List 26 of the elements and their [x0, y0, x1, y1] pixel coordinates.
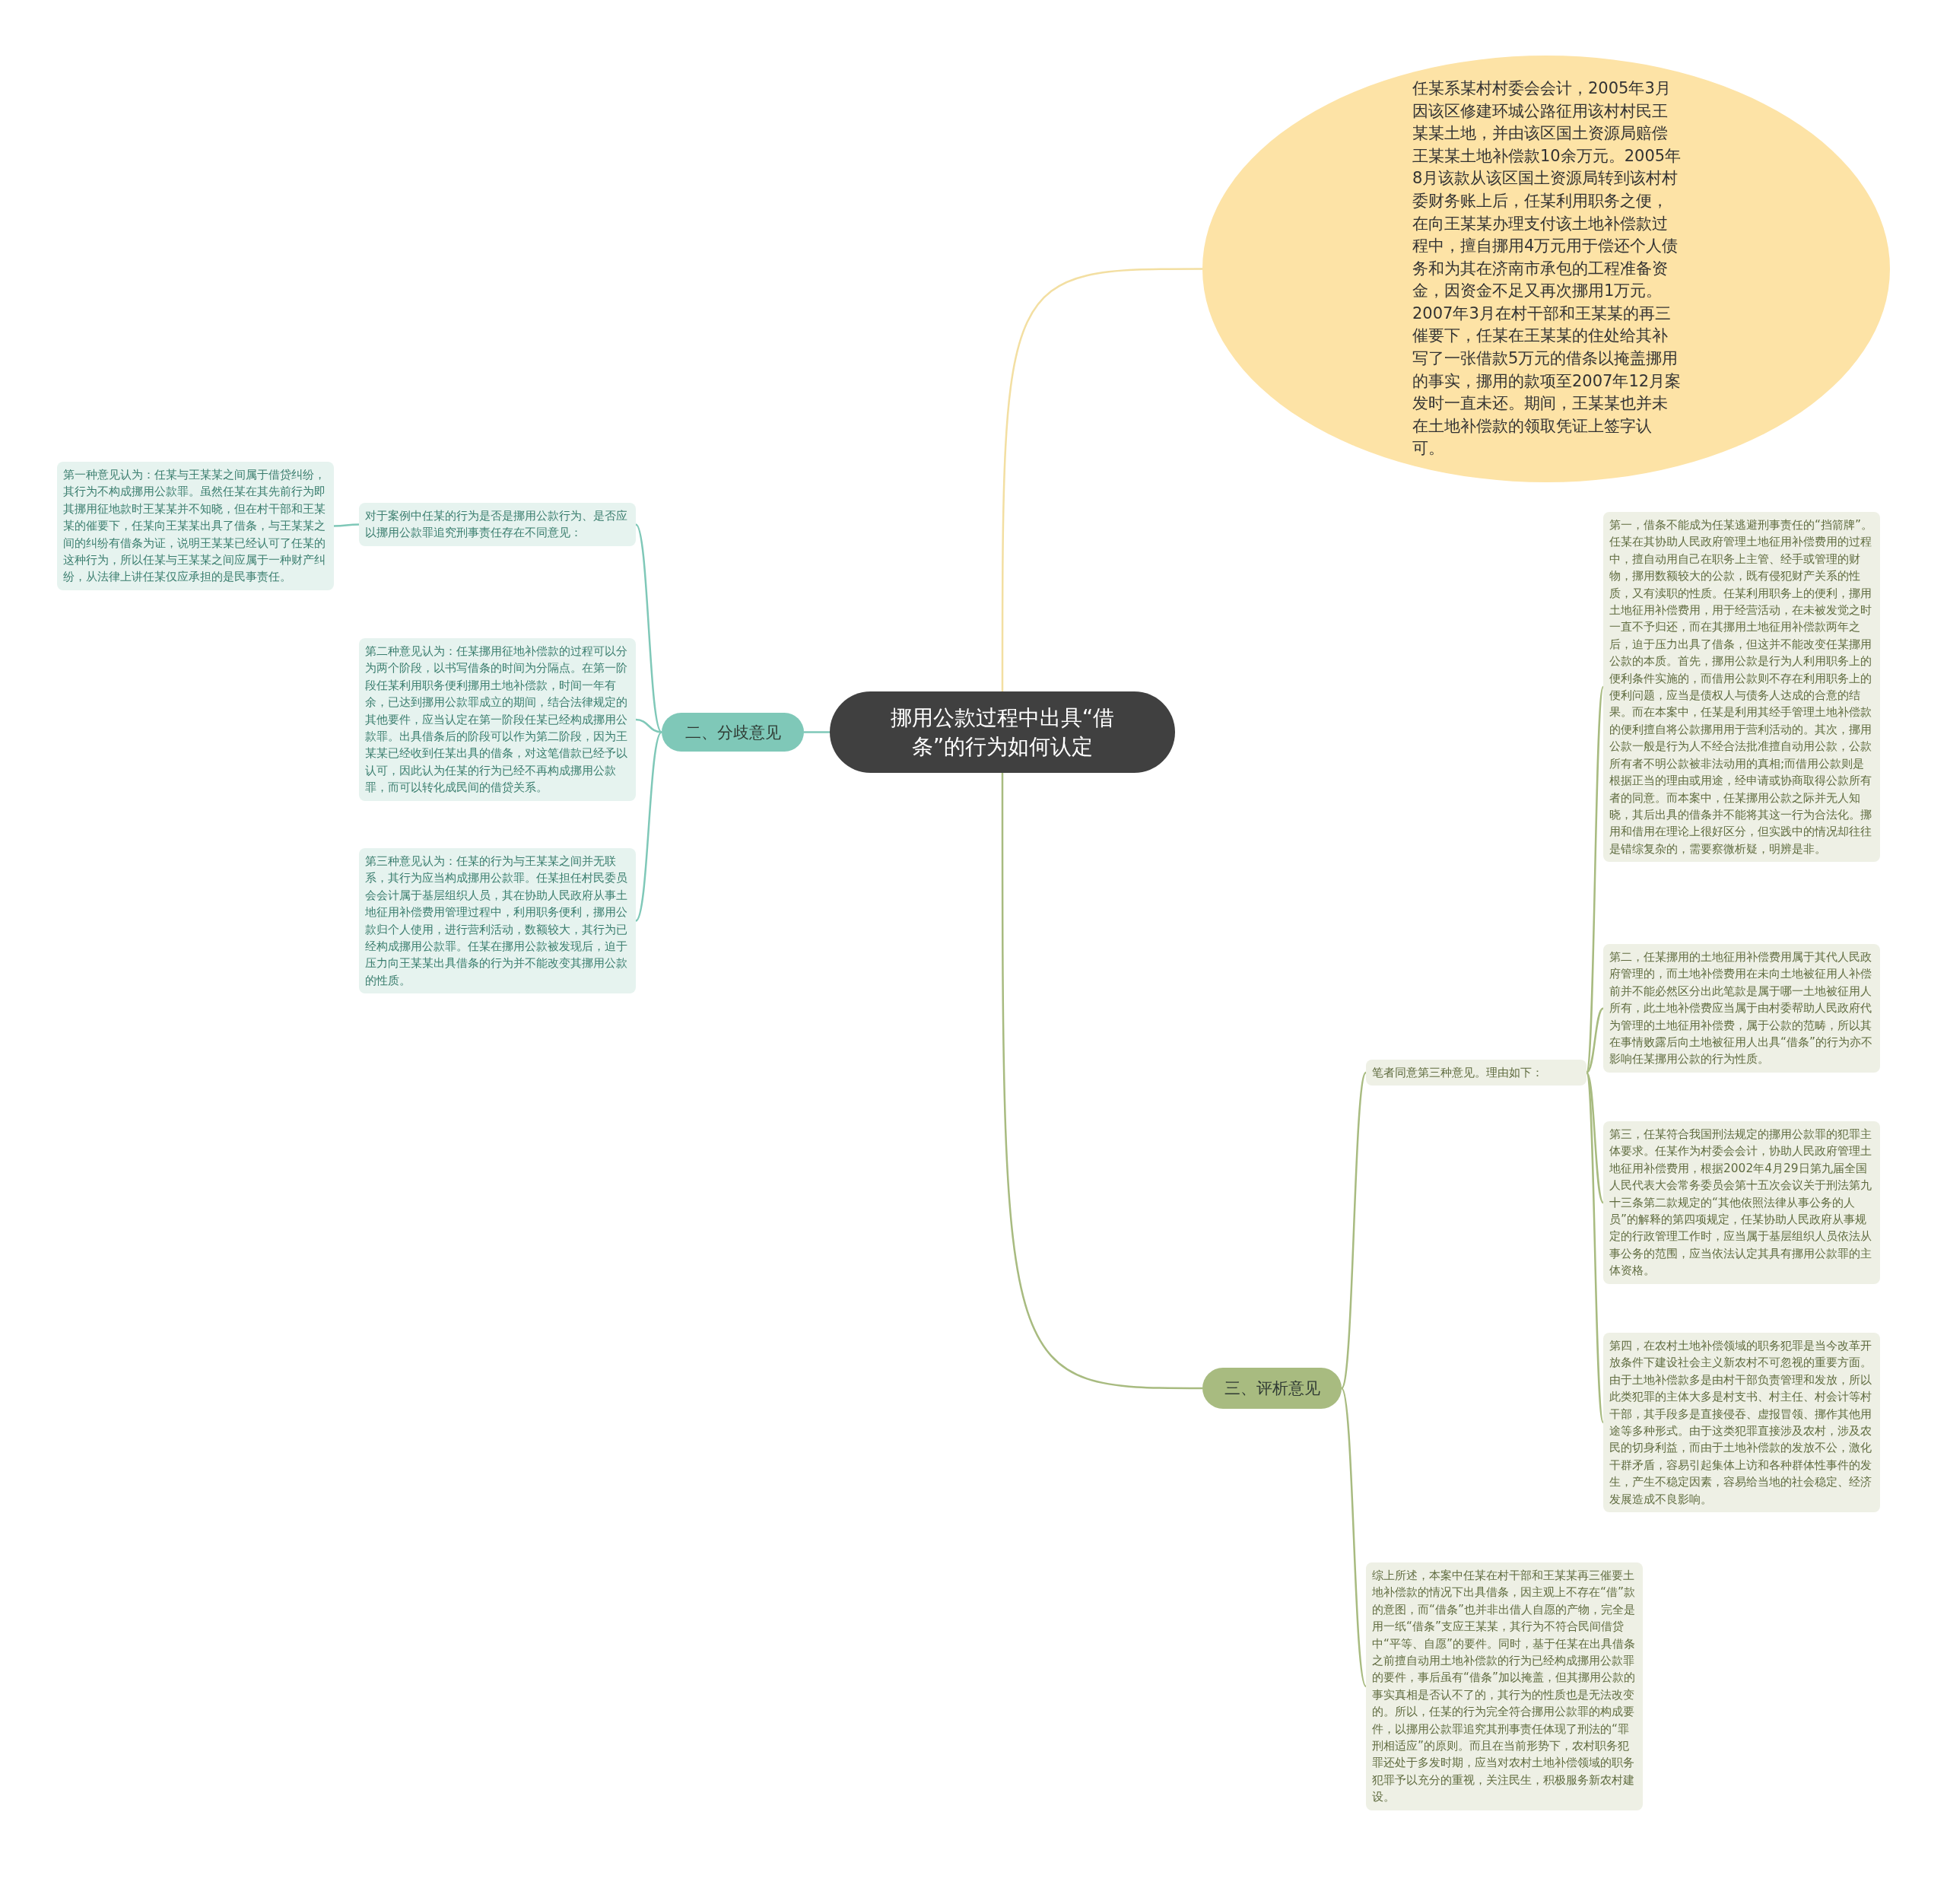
connector-line: [1586, 1072, 1604, 1203]
text-box: 第三，任某符合我国刑法规定的挪用公款罪的犯罪主体要求。任某作为村委会会计，协助人民政府管理土地征用补偿费用，根据2002年4月29日第九届全国人民代表大会常务委员会第十五次会议关于刑法第九十三条第二款规定的“其他依照法律从事公务的人员”的解释的第四项规定，任某协助人民政府从事规定的行政管理工作时，应当属于基层组织人员依法从事公务的范围，应当依法认定其具有挪用公款罪的主体资格。: [1603, 1121, 1880, 1284]
text-box: 第二种意见认为：任某挪用征地补偿款的过程可以分为两个阶段，以书写借条的时间为分隔点。在第一阶段任某利用职务便利挪用土地补偿款，时间一年有余，已达到挪用公款罪成立的期间，结合法律规定的其他要件，应当认定在第一阶段任某已经构成挪用公款罪。出具借条后的阶段可以作为第二阶段，因为王某某已经收到任某出具的借条，对这笔借款已经予以认可，因此认为任某的行为已经不再构成挪用公款罪，而可以转化成民间的借贷关系。: [359, 638, 636, 801]
text-box: 综上所述，本案中任某在村干部和王某某再三催要土地补偿款的情况下出具借条，因主观上不存在“借”款的意图，而“借条”也并非出借人自愿的产物，完全是用一纸“借条”支应王某某，其行为不符合民间借贷中“平等、自愿”的要件。同时，基于任某在出具借条之前擅自动用土地补偿款的行为已经构成挪用公款罪的要件，事后虽有“借条”加以掩盖，但其挪用公款的事实真相是否认不了的，其行为的性质也是无法改变的。所以，任某的行为完全符合挪用公款罪的构成要件，以挪用公款罪追究其刑事责任体现了刑法的“罪刑相适应”的原则。而且在当前形势下，农村职务犯罪还处于多发时期，应当对农村土地补偿领域的职务犯罪予以充分的重视，关注民生，积极服务新农村建设。: [1366, 1562, 1643, 1810]
connector-line: [1001, 268, 1202, 691]
connector-line: [804, 731, 830, 733]
connector-line: [1340, 1387, 1367, 1687]
text-box: 第一，借条不能成为任某逃避刑事责任的“挡箭牌”。任某在其协助人民政府管理土地征用补偿费用的过程中，擅自动用自己在职务上主管、经手或管理的财物，挪用数额较大的公款，既有侵犯财产关系的性质，又有渎职的性质。任某利用职务上的便利，挪用土地征用补偿费用，用于经营活动，在未被发觉之时一直不予归还，而在其挪用土地征用补偿款两年之后，迫于压力出具了借条，但这并不能改变任某挪用公款的本质。首先，挪用公款是行为人利用职务上的便利条件实施的，而借用公款则不存在利用职务上的便利问题，应当是债权人与债务人达成的合意的结果。而在本案中，任某是利用其经手管理土地补偿款的便利擅自将公款挪用用于营利活动的。其次，挪用公款一般是行为人不经合法批准擅自动用公款，公款所有者不明公款被非法动用的真相;而借用公款则是根据正当的理由或用途，经申请或协商取得公款所有者的同意。而本案中，任某挪用公款之际并无人知晓，其后出具的借条并不能将其这一行为合法化。挪用和借用在理论上很好区分，但实践中的情况却往往是错综复杂的，需要察微析疑，明辨是非。: [1603, 512, 1880, 863]
text-box: 第四，在农村土地补偿领域的职务犯罪是当今改革开放条件下建设社会主义新农村不可忽视的重要方面。由于土地补偿款多是由村干部负责管理和发放，所以此类犯罪的主体大多是村支书、村主任、村会计等村干部，其手段多是直接侵吞、虚报冒领、挪作其他用途等多种形式。由于这类犯罪直接涉及农村，涉及农民的切身利益，而由于土地补偿款的发放不公，激化干群矛盾，容易引起集体上访和各种群体性事件的发生，产生不稳定因素，容易给当地的社会稳定、经济发展造成不良影响。: [1603, 1333, 1880, 1513]
text-box: 第二，任某挪用的土地征用补偿费用属于其代人民政府管理的，而土地补偿费用在未向土地被征用人补偿前并不能必然区分出此笔款是属于哪一土地被征用人所有，此土地补偿费应当属于由村委帮助人民政府代为管理的土地征用补偿费，属于公款的范畴，所以其在事情败露后向土地被征用人出具“借条”的行为亦不影响任某挪用公款的行为性质。: [1603, 944, 1880, 1073]
text-box: 对于案例中任某的行为是否是挪用公款行为、是否应以挪用公款罪追究刑事责任存在不同意见：: [359, 503, 636, 546]
text-box: 第一种意见认为：任某与王某某之间属于借贷纠纷，其行为不构成挪用公款罪。虽然任某在其先前行为即其挪用征地款时王某某并不知晓，但在村干部和王某某的催要下，任某向王某某出具了借条，与王某某之间的纠纷有借条为证，说明王某某已经认可了任某的这种行为，所以任某与王某某之间应属于一种财产纠纷，从法律上讲任某仅应承担的是民事责任。: [57, 462, 334, 590]
connector-line: [334, 523, 359, 527]
branch-pill: 三、评析意见: [1202, 1368, 1342, 1409]
connector-line: [1586, 1007, 1604, 1074]
connector-line: [635, 718, 662, 733]
case-ellipse: 任某系某村村委会会计，2005年3月因该区修建环城公路征用该村村民王某某土地，并由该区国土资源局赔偿王某某土地补偿款10余万元。2005年8月该款从该区国土资源局转到该村村委财务账上后，任某利用职务之便，在向王某某办理支付该土地补偿款过程中，擅自挪用4万元用于偿还个人债务和为其在济南市承包的工程准备资金，因资金不足又再次挪用1万元。2007年3月在村干部和王某某的再三催要下，任某在王某某的住处给其补写了一张借款5万元的借条以掩盖挪用的事实，挪用的款项至2007年12月案发时一直未还。期间，王某某也并未在土地补偿款的领取凭证上签字认可。: [1202, 56, 1890, 482]
connector-line: [1585, 1072, 1605, 1423]
text-box: 笔者同意第三种意见。理由如下：: [1366, 1060, 1587, 1086]
connector-line: [635, 731, 662, 922]
text-box: 第三种意见认为：任某的行为与王某某之间并无联系，其行为应当构成挪用公款罪。任某担任村民委员会会计属于基层组织人员，其在协助人民政府从事土地征用补偿费用管理过程中，利用职务便利，挪用公款归个人使用，进行营利活动，数额较大，其行为已经构成挪用公款罪。任某在挪用公款被发现后，迫于压力向王某某出具借条的行为并不能改变其挪用公款的性质。: [359, 848, 636, 994]
branch-pill: 二、分歧意见: [662, 713, 804, 752]
central-topic: 挪用公款过程中出具“借条”的行为如何认定: [830, 691, 1175, 773]
connector-line: [635, 523, 662, 733]
connector-line: [1001, 773, 1202, 1390]
connector-line: [1340, 1072, 1367, 1389]
